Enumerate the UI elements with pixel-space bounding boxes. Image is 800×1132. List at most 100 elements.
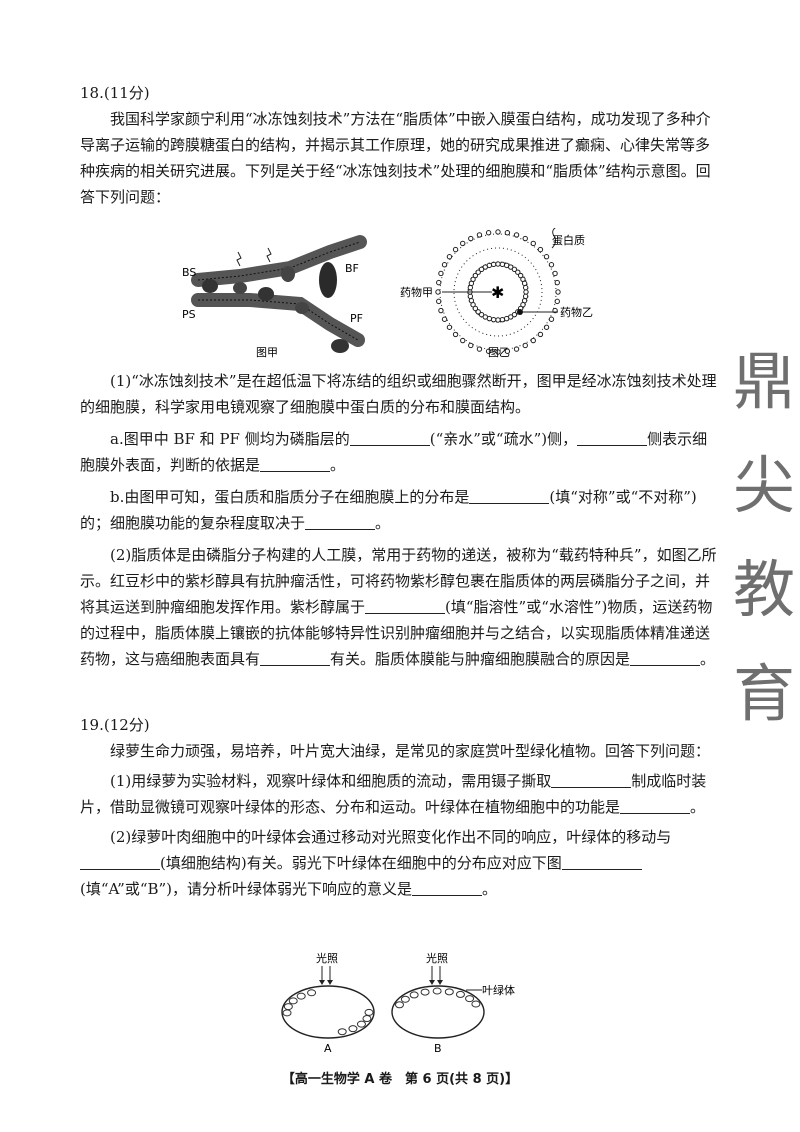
q19-p2-text-2: (填细胞结构)有关。弱光下叶绿体在细胞中的分布应对应下图 (160, 854, 562, 872)
label-pf: PF (350, 312, 363, 325)
answer-blank[interactable] (260, 455, 331, 472)
chloroplast (348, 1025, 358, 1033)
watermark: 鼎 尖 教 育 (728, 330, 800, 746)
watermark-char: 鼎 (732, 345, 795, 418)
phospholipid-head (436, 279, 442, 286)
phospholipid-head (499, 316, 506, 323)
q19-p1-text-2: 制成临时装片，借助显微镜可观察叶绿体的形态、分布和运动。叶绿体在植物细胞中的功能… (80, 772, 707, 816)
answer-blank[interactable] (630, 649, 701, 666)
drug-yi-dot (517, 309, 523, 315)
label-b: B (434, 1042, 442, 1055)
phospholipid-head (508, 264, 514, 270)
phospholipid-head (517, 272, 524, 279)
chloroplast (471, 1000, 481, 1008)
q19-p2-text-3: (填“A”或“B”)，请分析叶绿体弱光下响应的意义是 (80, 880, 413, 898)
phospholipid-head (530, 240, 536, 247)
chloroplast (394, 1001, 404, 1009)
phospholipid-head (468, 235, 474, 242)
q18-part1-b: b.由图甲可知，蛋白质和脂质分子在细胞膜上的分布是(填“对称”或“不对称”)的；… (80, 484, 720, 536)
answer-blank[interactable] (305, 513, 376, 530)
phospholipid-head (468, 342, 474, 349)
phospholipid-head (441, 262, 448, 268)
caption-yi: 图乙 (488, 346, 510, 359)
q18-part1: (1)“冰冻蚀刻技术”是在超低温下将冻结的组织或细胞骤然断开，图甲是经冰冻蚀刻技… (80, 372, 717, 416)
phospholipid-head (485, 230, 492, 236)
label-drug-yi: 药物乙 (560, 305, 593, 319)
chloroplast (409, 991, 419, 999)
phospholipid-head (472, 272, 479, 279)
q18-a-text-1: a.图甲中 BF 和 PF 侧均为磷脂层的 (110, 430, 350, 448)
chloroplast (307, 989, 317, 997)
phospholipid-head (452, 246, 459, 253)
answer-blank[interactable] (561, 853, 642, 870)
phospholipid-head (530, 337, 536, 344)
phospholipid-head (552, 270, 558, 277)
label-chloroplast: 叶绿体 (482, 983, 515, 997)
phospholipid-head (490, 316, 497, 323)
q18-b-text-3: 。 (375, 514, 391, 532)
phospholipid-head (499, 261, 506, 268)
caption-jia: 图甲 (256, 346, 278, 359)
phospholipid-head (470, 276, 476, 282)
phospholipid-head (554, 298, 560, 305)
answer-blank[interactable] (469, 487, 550, 504)
figure-18: BS BF PS PF 图甲 ✱ 药物甲 药物乙 蛋白质 图乙 (182, 228, 593, 359)
chloroplast (282, 1009, 292, 1017)
phospholipid-head (537, 246, 544, 253)
answer-blank[interactable] (349, 429, 430, 446)
phospholipid-head (495, 261, 501, 267)
phospholipid-head (537, 331, 544, 338)
phospholipid-head (486, 262, 493, 269)
cell-b (391, 985, 485, 1039)
figure-19: 光照 A 光照 叶绿体 B (281, 951, 515, 1055)
membrane-protein (281, 266, 295, 282)
chloroplast (455, 990, 465, 998)
chloroplast (356, 1020, 366, 1028)
phospholipid-head (548, 262, 555, 268)
answer-blank[interactable] (412, 879, 483, 896)
label-a: A (324, 1042, 332, 1055)
question-18-intro: 18.(11分) 我国科学家颜宁利用“冰冻蚀刻技术”方法在“脂质体”中嵌入膜蛋白… (80, 80, 720, 210)
watermark-char: 教 (732, 553, 795, 626)
question-18-number: 18.(11分) (80, 84, 150, 102)
label-bf: BF (345, 262, 359, 275)
q19-p1-text-3: 。 (690, 798, 706, 816)
chloroplast (296, 992, 306, 1000)
phospholipid-head (495, 349, 501, 355)
question-18-body: (1)“冰冻蚀刻技术”是在超低温下将冻结的组织或细胞骤然断开，图甲是经冰冻蚀刻技… (80, 368, 720, 672)
q18-a-text-3: 侧表示细胞膜外表面，判断的依据是 (80, 430, 708, 474)
phospholipid-head (522, 284, 529, 291)
answer-blank[interactable] (80, 853, 160, 870)
q18-b-text-2: (填“对称”或“不对称”)的；细胞膜功能的复杂程度取决于 (80, 488, 697, 532)
answer-blank[interactable] (577, 429, 648, 446)
membrane-protein (258, 287, 274, 301)
phospholipid-head (522, 342, 528, 349)
q18-part2: (2)脂质体是由磷脂分子构建的人工膜，常用于药物的递送，被称为“载药特种兵”，如… (80, 542, 720, 672)
q19-p2-text-4: 。 (482, 880, 498, 898)
chloroplast (465, 995, 475, 1003)
chloroplast (362, 1015, 372, 1023)
phospholipid-head (476, 232, 483, 238)
chloroplast (364, 1008, 374, 1016)
phospholipid-head (460, 337, 466, 344)
answer-blank[interactable] (260, 649, 331, 666)
watermark-char: 育 (732, 657, 795, 730)
answer-blank[interactable] (620, 797, 691, 814)
answer-blank[interactable] (551, 771, 632, 788)
figure-jia: BS BF PS PF 图甲 (182, 235, 367, 359)
phospholipid-head (511, 311, 518, 318)
drug-jia-star: ✱ (491, 283, 504, 302)
question-19: 19.(12分) 绿萝生命力顽强，易培养，叶片宽大油绿，是常见的家庭赏叶型绿化植… (80, 712, 720, 902)
phospholipid-head (446, 254, 453, 260)
label-light-b: 光照 (426, 951, 448, 965)
q19-p2-text-1: (2)绿萝叶肉细胞中的叶绿体会通过移动对光照变化作出不同的响应，叶绿体的移动与 (110, 828, 672, 846)
cell-a (281, 985, 375, 1039)
phospholipid-head (441, 316, 448, 322)
chloroplast (432, 987, 442, 995)
answer-blank[interactable] (365, 597, 446, 614)
q18-part1-a: a.图甲中 BF 和 PF 侧均为磷脂层的(“亲水”或“疏水”)侧，侧表示细胞膜… (80, 426, 720, 478)
phospholipid-head (435, 289, 441, 295)
membrane-protein (319, 262, 337, 298)
question-18-stem: 我国科学家颜宁利用“冰冻蚀刻技术”方法在“脂质体”中嵌入膜蛋白结构，成功发现了多… (80, 110, 711, 206)
phospholipid-head (520, 302, 526, 308)
